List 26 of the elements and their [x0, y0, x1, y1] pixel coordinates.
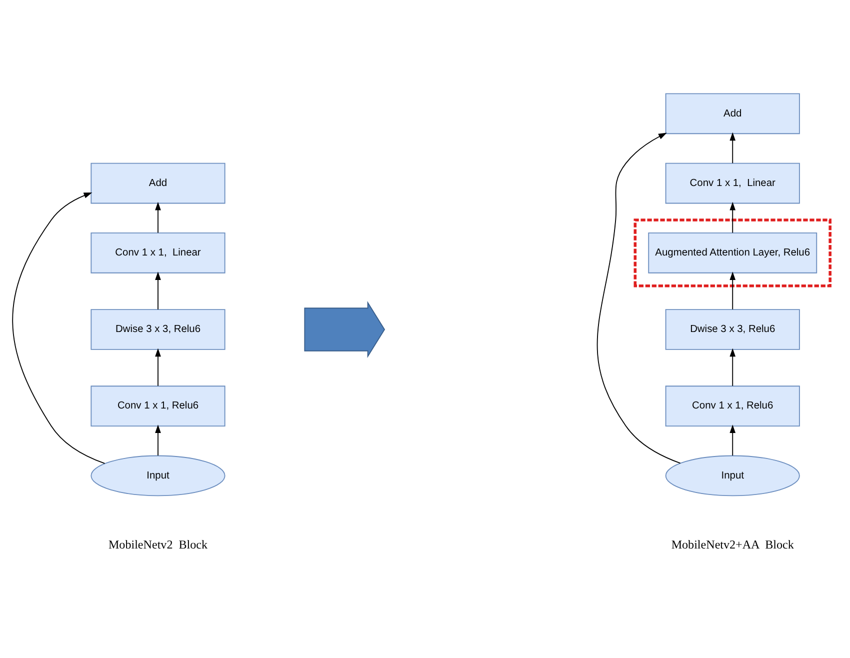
arrow [596, 132, 681, 464]
cluster [634, 218, 832, 287]
arrow [730, 348, 736, 386]
node-box: Add [665, 92, 800, 134]
node-box: Conv 1 x 1, Linear [665, 162, 800, 204]
node-ellipse: Input [665, 454, 800, 496]
arrow [730, 271, 736, 310]
arrow [730, 201, 736, 233]
node-arrow [304, 300, 386, 358]
node-box: Conv 1 x 1, Relu6 [90, 385, 226, 426]
node-ellipse: Input [90, 454, 226, 496]
arrow [730, 132, 736, 164]
node-box: Conv 1 x 1, Linear [90, 232, 226, 273]
node-box: Augmented Attention Layer, Relu6 [648, 232, 818, 273]
label: MobileNetv2 Block [108, 536, 208, 551]
node-box: Dwise 3 x 3, Relu6 [90, 308, 226, 350]
arrow [12, 192, 106, 464]
node-box: Dwise 3 x 3, Relu6 [665, 308, 800, 350]
arrow [155, 348, 161, 386]
node-box: Add [90, 162, 226, 204]
arrow [155, 271, 161, 310]
arrow [155, 424, 161, 456]
node-box: Conv 1 x 1, Relu6 [665, 385, 800, 426]
arrow [730, 424, 736, 456]
arrow [155, 201, 161, 233]
label: MobileNetv2+AA Block [671, 536, 794, 551]
